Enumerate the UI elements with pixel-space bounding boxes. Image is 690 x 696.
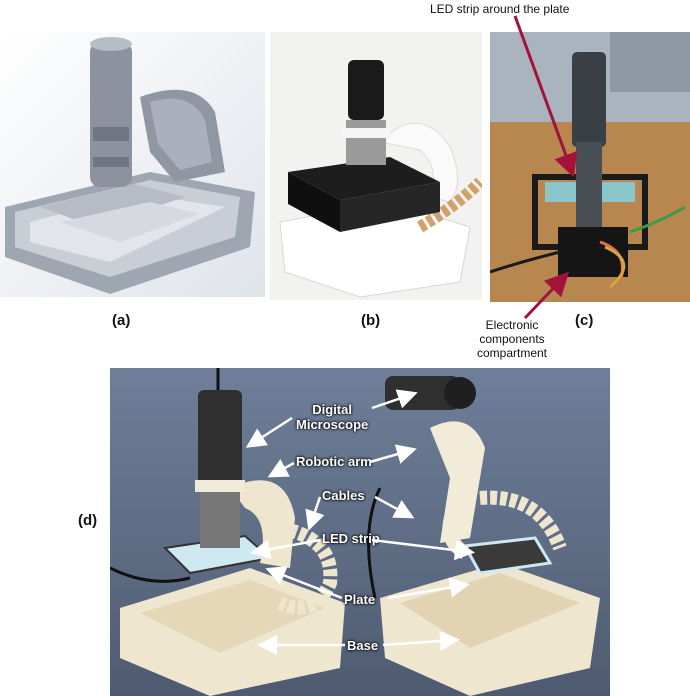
annotation-plate-d: Plate	[344, 592, 376, 607]
annotation-microscope-d: Digital Microscope	[296, 402, 368, 432]
panel-c-label: (c)	[575, 312, 594, 329]
annotation-base-d: Base	[347, 638, 379, 653]
annotation-electronics-line1: Electronic	[485, 318, 539, 332]
panel-c-real-photo	[490, 32, 690, 302]
panel-b-label: (b)	[361, 312, 381, 329]
panel-d-labelled-photo	[110, 368, 610, 696]
annotation-microscope-line1: Digital	[312, 402, 352, 417]
panel-a-label: (a)	[112, 312, 131, 329]
panel-d-label: (d)	[78, 512, 98, 529]
annotation-led-strip-c: LED strip around the plate	[430, 2, 570, 16]
annotation-cables-d: Cables	[322, 488, 365, 503]
annotation-microscope-line2: Microscope	[296, 417, 369, 432]
annotation-electronics-line3: compartment	[476, 346, 548, 360]
panel-b-model-photo	[270, 32, 482, 300]
annotation-electronics-line2: components	[479, 332, 545, 346]
panel-a-cad-render	[0, 32, 265, 297]
annotation-led-strip-d: LED strip	[322, 531, 380, 546]
annotation-robotic-arm-d: Robotic arm	[296, 454, 372, 469]
annotation-electronics-c: Electronic components compartment	[462, 318, 562, 360]
